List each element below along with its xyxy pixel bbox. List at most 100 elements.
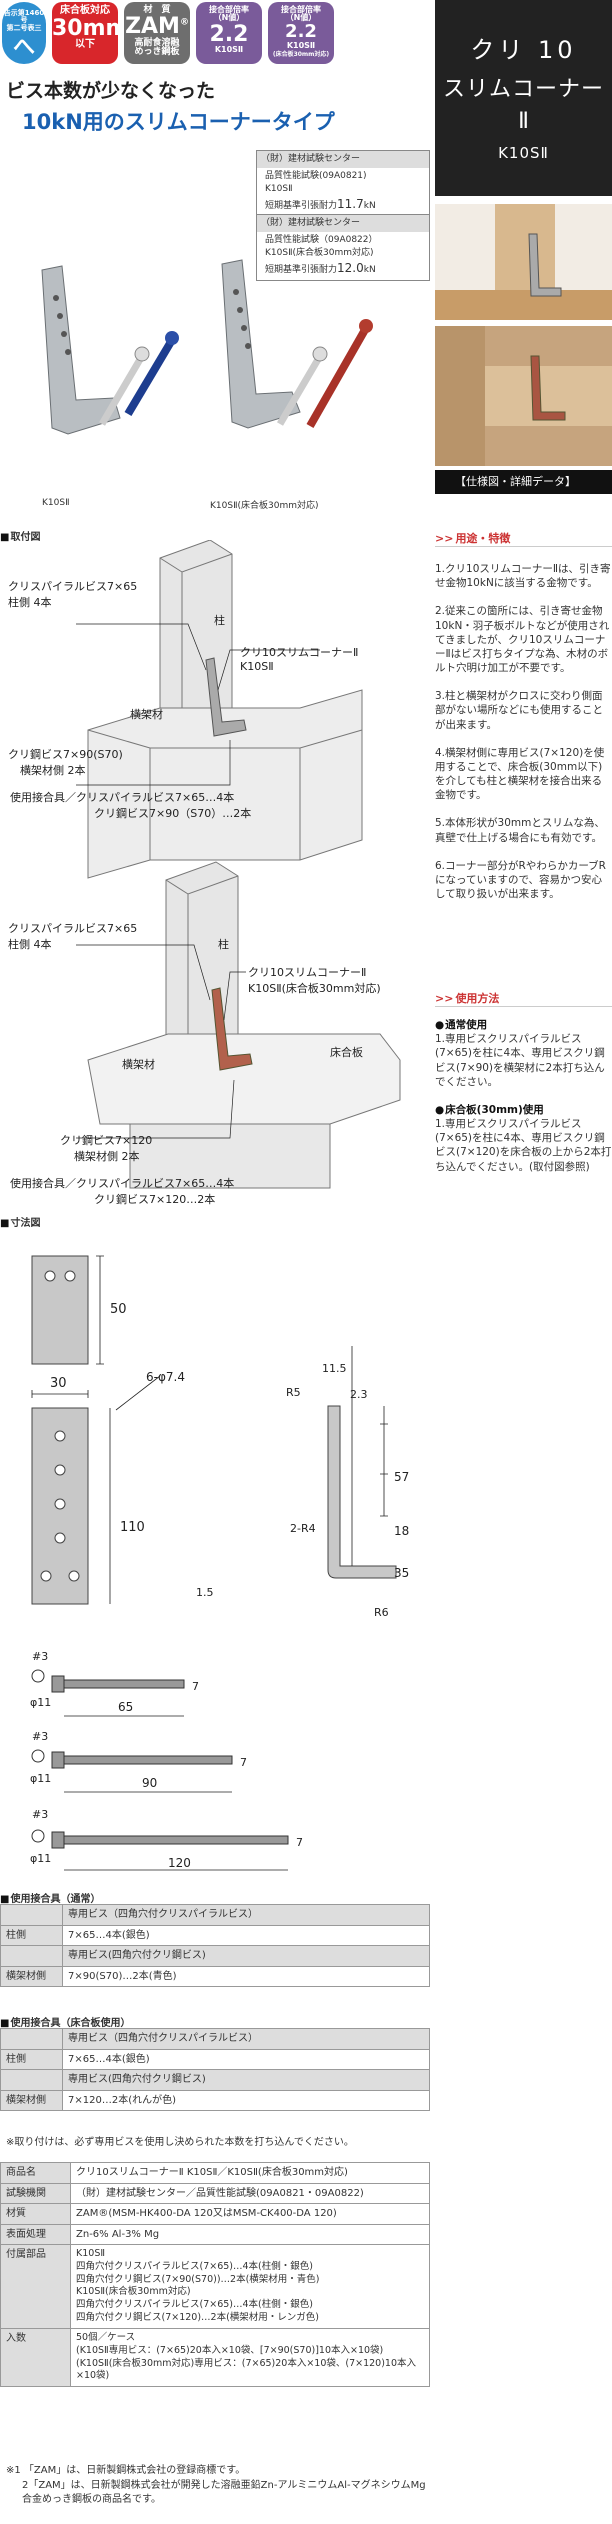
test-line: 品質性能試験(09A0821): [265, 171, 367, 182]
dim-r5: R5: [286, 1386, 301, 1399]
feature-item: 5.本体形状が30mmとスリムな為、真壁で仕上げる場合にも有効です。: [435, 817, 605, 844]
cell: 横架材側: [0, 1965, 63, 1987]
test-line: 品質性能試験（09A0822）: [265, 235, 378, 246]
cell: 専用ビス(四角穴付クリ鋼ビス): [62, 2069, 430, 2091]
footnote: 2「ZAM」は、日新製鋼株式会社が開発した溶融亜鉛Zn-アルミニウムAl-マグネ…: [22, 2479, 426, 2506]
spec-value: Zn-6% Al-3% Mg: [70, 2223, 430, 2245]
dim-s35: 35: [394, 1566, 410, 1580]
dim-s18: 18: [394, 1524, 410, 1538]
d1-screw-a: クリスパイラルビス7×65: [8, 580, 138, 593]
spec-value: クリ10スリムコーナーⅡ K10SⅡ／K10SⅡ(床合板30mm対応): [70, 2162, 430, 2184]
badge-text: 告示第1460号: [3, 9, 45, 25]
test-line: K10SⅡ: [265, 184, 293, 195]
d2-name: クリ10スリムコーナーⅡ: [248, 966, 367, 979]
method-head: 床合板(30mm)使用: [435, 1103, 612, 1117]
badge-text: 材 質: [143, 5, 171, 15]
d2-screw-d: 横架材側 2本: [74, 1150, 140, 1163]
d2-screw-b: 柱側 4本: [8, 938, 52, 951]
install-diagram: [76, 540, 401, 1189]
test-unit: kN: [363, 201, 376, 212]
cell: [0, 1904, 63, 1926]
badge-text: 高耐食溶融: [134, 37, 180, 48]
spec-key: 商品名: [0, 2162, 71, 2184]
d1-screw-c: クリ鋼ビス7×90(S70): [8, 748, 123, 761]
test-unit: kN: [363, 265, 376, 276]
method-head: 通常使用: [435, 1018, 612, 1032]
d2-floor: 床合板: [330, 1046, 363, 1059]
use-line: クリ鋼ビス7×120…2本: [94, 1192, 216, 1206]
dims-title: 寸法図: [0, 1214, 40, 1229]
feature-item: 6.コーナー部分がRやわらかカーブRになっていますので、容易かつ安心して取り扱い…: [435, 859, 606, 901]
spec-value: 50個／ケース (K10SⅡ専用ビス：(7×65)20本入×10袋、[7×90(…: [70, 2327, 430, 2388]
dim-t23: 2.3: [350, 1388, 368, 1401]
use-label: 使用接合具: [10, 1177, 65, 1190]
title-line: スリムコーナー: [442, 77, 604, 102]
spec-value: ZAM®(MSM-HK400-DA 120又はMSM-CK400-DA 120): [70, 2203, 430, 2225]
feature-item: 2.従来この箇所には、引き寄せ金物10kN・羽子板ボルトなどが使用されてきました…: [435, 605, 610, 675]
cell: 柱側: [0, 2048, 63, 2070]
d2-model: K10SⅡ(床合板30mm対応): [248, 982, 381, 995]
badge-text: 以下: [75, 38, 95, 50]
factor-floor-badge: 接合部倍率 （N値） 2.2 K10SⅡ (床合板30mm対応): [268, 2, 334, 64]
d1-beam: 横架材: [130, 708, 163, 721]
feature-item: 4.横架材側に専用ビス(7×120)を使用することで、床合板(30mm以下)を介…: [435, 746, 605, 802]
test-line: K10SⅡ(床合板30mm対応): [265, 248, 374, 259]
footnote: ※1 「ZAM」は、日新製鋼株式会社の登録商標です。: [6, 2465, 246, 2476]
spec-key: 表面処理: [0, 2223, 71, 2245]
badge-big: 2.2: [285, 20, 317, 42]
badge-text: 第二号表三: [6, 23, 42, 32]
spec-value: （財）建材試験センター／品質性能試験(09A0821・09A0822): [70, 2182, 430, 2204]
features-title: 用途・特徴: [435, 530, 510, 546]
use-line: クリスパイラルビス7×65…4本: [76, 791, 235, 804]
cell: 柱側: [0, 1924, 63, 1946]
dimension-drawing: [31, 1255, 397, 1871]
screw2-dia: φ11: [30, 1772, 52, 1785]
product-caption-left: K10SⅡ: [42, 498, 70, 508]
product-caption-right: K10SⅡ(床合板30mm対応): [210, 501, 319, 511]
spec-key: 入数: [0, 2327, 71, 2388]
method-text: 1.専用ビスクリスパイラルビス(7×65)を柱に4本、専用ビスクリ鋼ビス(7×9…: [435, 1033, 605, 1088]
thickness-badge: 床合板対応 30mm 以下: [52, 2, 128, 64]
screw2-len: 90: [142, 1776, 158, 1790]
cell: [0, 2069, 63, 2091]
method-text: 1.専用ビスクリスパイラルビス(7×65)を柱に4本、専用ビスクリ鋼ビス(7×1…: [435, 1118, 612, 1173]
badge-big: 2.2: [209, 21, 249, 47]
method-title: 使用方法: [435, 990, 499, 1006]
badge-big: へ: [12, 35, 35, 61]
dim-s57: 57: [394, 1470, 410, 1484]
cell: 7×65…4本(銀色): [62, 2048, 430, 2070]
fasteners-normal-title: 使用接合具（通常）: [0, 1890, 100, 1905]
badge-text: 床合板対応: [60, 5, 110, 16]
test-label: 短期基準引張耐力: [265, 201, 338, 212]
badge-text: 接合部倍率: [281, 5, 321, 14]
spec-key: 付属部品: [0, 2244, 71, 2329]
test-label: 短期基準引張耐力: [265, 265, 338, 276]
dim-t15: 1.5: [196, 1586, 214, 1599]
spec-detail-link[interactable]: 【仕様図・詳細データ】: [435, 470, 612, 494]
d2-post: 柱: [218, 938, 229, 951]
material-badge: 材 質 ZAM® 高耐食溶融 めっき鋼板: [124, 2, 190, 64]
badge-text: 接合部倍率: [209, 5, 249, 14]
screw1-len: 65: [118, 1700, 134, 1714]
dim-r24: 2-R4: [290, 1522, 316, 1535]
test-value: 12.0: [337, 261, 364, 276]
headline-2: 10kN用のスリムコーナータイプ: [22, 110, 335, 134]
divider: [435, 1006, 612, 1007]
test-box-2: （財）建材試験センター 品質性能試験（09A0822） K10SⅡ(床合板30m…: [256, 214, 430, 281]
badge-big: ZAM: [125, 14, 180, 40]
cell: 7×120…2本(れんが色): [62, 2089, 430, 2111]
test-org: （財）建材試験センター: [257, 151, 429, 169]
d1-post: 柱: [214, 614, 225, 627]
factor-badge: 接合部倍率 （N値） 2.2 K10SⅡ: [196, 2, 262, 64]
fasteners-floor-title: 使用接合具（床合板使用）: [0, 2014, 130, 2029]
screw1-h: 7: [192, 1680, 199, 1693]
d2-screw-a: クリスパイラルビス7×65: [8, 922, 138, 935]
screw2-hash: #3: [32, 1730, 49, 1743]
d2-beam: 横架材: [122, 1058, 155, 1071]
use-label: 使用接合具: [10, 791, 65, 804]
d1-name: クリ10スリムコーナーⅡ: [240, 646, 359, 659]
cell: 専用ビス（四角穴付クリスパイラルビス）: [62, 2028, 430, 2050]
cell: 専用ビス(四角穴付クリ鋼ビス): [62, 1945, 430, 1967]
badge-text: めっき鋼板: [134, 46, 180, 57]
